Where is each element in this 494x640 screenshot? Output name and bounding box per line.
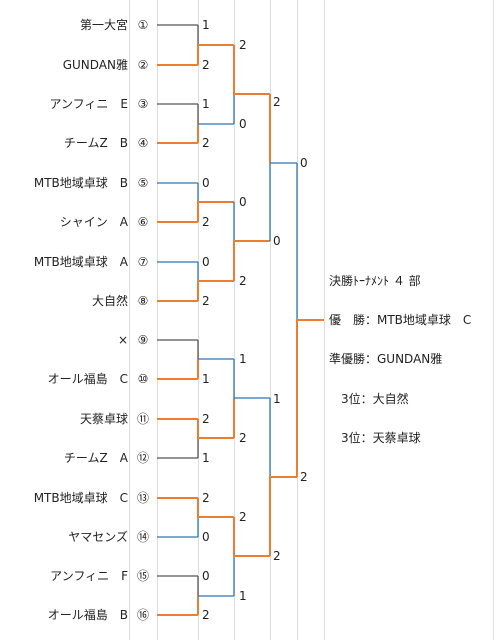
round1-score[interactable]: 2: [202, 412, 210, 426]
seed-number[interactable]: ②: [137, 58, 149, 72]
team-name[interactable]: チームZ A: [63, 451, 128, 465]
round2-score[interactable]: 2: [239, 431, 247, 445]
grid-column-line: [270, 0, 271, 640]
tournament-title: 決勝ﾄｰﾅﾒﾝﾄ ４ 部: [329, 274, 421, 288]
round2-score[interactable]: 0: [239, 195, 247, 209]
round1-score[interactable]: 2: [202, 294, 210, 308]
team-name[interactable]: チームZ B: [63, 136, 128, 150]
round1-score[interactable]: 1: [202, 18, 210, 32]
seed-number[interactable]: ⑨: [137, 333, 149, 347]
team-name[interactable]: ×: [117, 333, 128, 347]
grid-column-line: [297, 0, 298, 640]
seed-number[interactable]: ⑭: [136, 530, 149, 544]
team-name[interactable]: アンフィニ F: [50, 569, 128, 583]
team-name[interactable]: 大自然: [91, 294, 128, 308]
team-name[interactable]: ヤマセンズ: [68, 530, 128, 544]
grid-column-line: [234, 0, 235, 640]
round2-score[interactable]: 2: [239, 274, 247, 288]
round3-score[interactable]: 2: [273, 95, 281, 109]
team-name[interactable]: MTB地域卓球 C: [33, 491, 128, 505]
team-name[interactable]: MTB地域卓球 A: [33, 255, 128, 269]
round3-score[interactable]: 1: [273, 392, 281, 406]
round1-score[interactable]: 0: [202, 569, 210, 583]
seed-number[interactable]: ③: [137, 97, 149, 111]
round2-score[interactable]: 2: [239, 510, 247, 524]
round2-score[interactable]: 2: [239, 38, 247, 52]
team-name[interactable]: オール福島 B: [47, 608, 128, 622]
seed-number[interactable]: ①: [137, 18, 149, 32]
round1-score[interactable]: 0: [202, 176, 210, 190]
team-name[interactable]: オール福島 C: [47, 372, 128, 386]
final-score[interactable]: 0: [300, 156, 308, 170]
third-place-label: 3位：大自然: [341, 392, 409, 406]
seed-number[interactable]: ⑩: [137, 372, 149, 386]
round2-score[interactable]: 0: [239, 117, 247, 131]
round2-score[interactable]: 1: [239, 352, 247, 366]
round1-score[interactable]: 2: [202, 136, 210, 150]
seed-number[interactable]: ⑯: [136, 608, 149, 622]
grid-column-line: [324, 0, 325, 640]
team-name[interactable]: 天蔡卓球: [79, 412, 128, 426]
team-name[interactable]: 第一大宮: [79, 18, 128, 32]
round2-score[interactable]: 1: [239, 589, 247, 603]
team-name[interactable]: MTB地域卓球 B: [33, 176, 128, 190]
round1-score[interactable]: 2: [202, 491, 210, 505]
round1-score[interactable]: 1: [202, 372, 210, 386]
round1-score[interactable]: 0: [202, 255, 210, 269]
team-name[interactable]: GUNDAN雅: [62, 58, 128, 72]
runner-up-label: 準優勝：GUNDAN雅: [329, 352, 443, 366]
seed-number[interactable]: ⑤: [137, 176, 149, 190]
seed-number[interactable]: ⑧: [137, 294, 149, 308]
seed-number[interactable]: ⑮: [136, 569, 149, 583]
round1-score[interactable]: 1: [202, 97, 210, 111]
seed-number[interactable]: ⑦: [137, 255, 149, 269]
round1-score[interactable]: 0: [202, 530, 210, 544]
round1-score[interactable]: 2: [202, 58, 210, 72]
seed-number[interactable]: ⑬: [136, 491, 149, 505]
champion-label: 優 勝：MTB地域卓球 C: [329, 313, 472, 327]
third-place-label: 3位：天蔡卓球: [341, 431, 421, 445]
round1-score[interactable]: 1: [202, 451, 210, 465]
round1-score[interactable]: 2: [202, 608, 210, 622]
round3-score[interactable]: 0: [273, 234, 281, 248]
team-name[interactable]: シャイン A: [59, 215, 128, 229]
grid-column-line: [157, 0, 158, 640]
seed-number[interactable]: ⑫: [136, 451, 149, 465]
seed-number[interactable]: ④: [137, 136, 149, 150]
round1-score[interactable]: 2: [202, 215, 210, 229]
round3-score[interactable]: 2: [273, 549, 281, 563]
seed-number[interactable]: ⑥: [137, 215, 149, 229]
team-name[interactable]: アンフィニ E: [49, 97, 128, 111]
grid-column-line: [198, 0, 199, 640]
final-score[interactable]: 2: [300, 470, 308, 484]
seed-number[interactable]: ⑪: [136, 412, 149, 426]
grid-column-line: [129, 0, 130, 640]
